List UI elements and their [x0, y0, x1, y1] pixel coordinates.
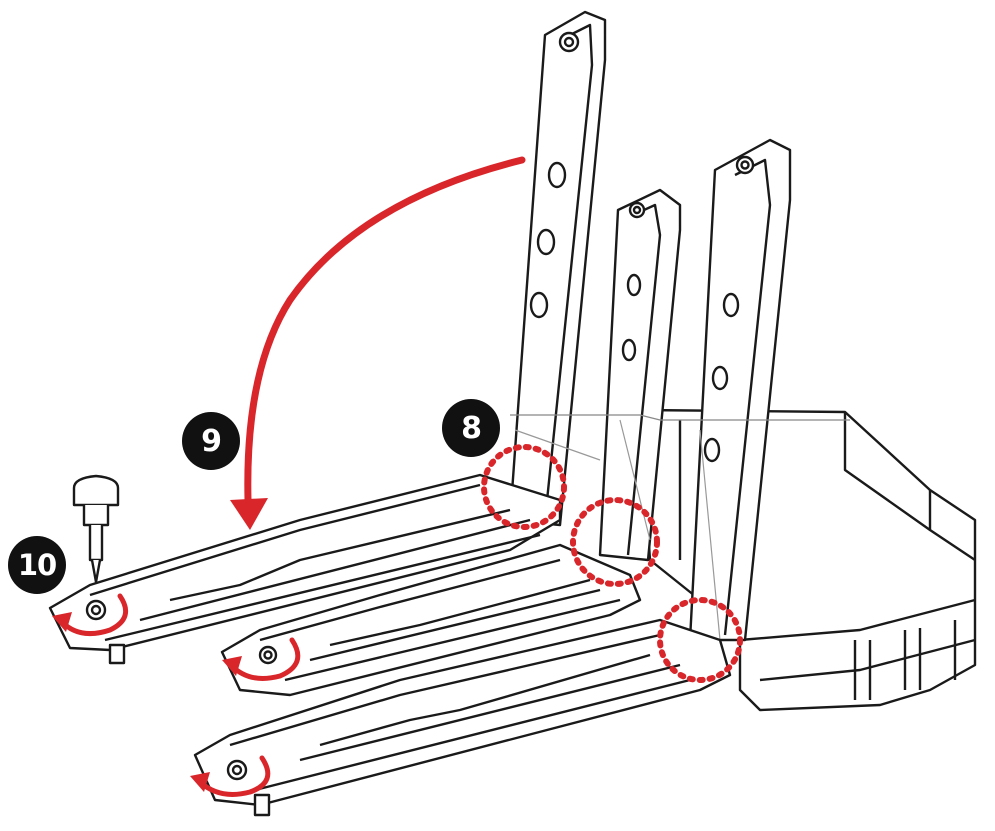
rotate-arrow-icon — [59, 593, 301, 797]
m2-plate-3 — [193, 618, 732, 817]
screwdriver-icon — [72, 474, 120, 584]
step-9-badge: 9 — [182, 412, 240, 470]
step-10-label: 10 — [17, 548, 57, 582]
curved-arrow-icon — [230, 156, 526, 530]
m2-heatsink-2-upright — [598, 188, 682, 562]
step-8-badge: 8 — [442, 399, 500, 457]
step-9-label: 9 — [201, 423, 222, 459]
step-10-badge: 10 — [8, 536, 66, 594]
m2-plate-2 — [220, 543, 642, 697]
m2-plate-1 — [48, 473, 562, 665]
rotate-arrowheads — [52, 612, 242, 792]
step-8-label: 8 — [461, 410, 482, 446]
dotted-circle-icon — [481, 444, 743, 683]
